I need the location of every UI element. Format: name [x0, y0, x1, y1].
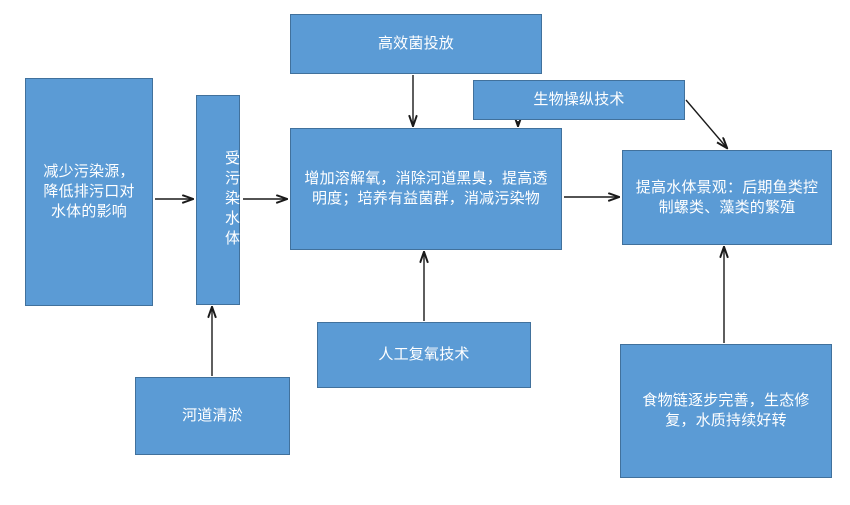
- node-label: 河道清淤: [182, 407, 243, 425]
- node-label: 减少污染源，降低排污口对水体的影响: [43, 163, 135, 220]
- node-efficient-bacteria-dosing[interactable]: 高效菌投放: [290, 14, 542, 74]
- edge-biomanip-to-landscape: [685, 99, 727, 148]
- node-biomanipulation-technology[interactable]: 生物操纵技术: [473, 80, 685, 120]
- node-treatment-effects[interactable]: 增加溶解氧，消除河道黑臭，提高透明度；培养有益菌群，消减污染物: [290, 128, 562, 250]
- node-label: 提高水体景观：后期鱼类控制螺类、藻类的繁殖: [635, 178, 819, 216]
- node-water-landscape-improvement[interactable]: 提高水体景观：后期鱼类控制螺类、藻类的繁殖: [622, 150, 832, 245]
- node-label: 高效菌投放: [377, 35, 454, 53]
- node-label: 受污染水体: [223, 150, 240, 250]
- node-food-chain-restoration[interactable]: 食物链逐步完善，生态修复，水质持续好转: [620, 344, 832, 478]
- node-label: 生物操纵技术: [533, 91, 625, 109]
- node-label: 增加溶解氧，消除河道黑臭，提高透明度；培养有益菌群，消减污染物: [304, 170, 548, 207]
- node-artificial-reaeration-technology[interactable]: 人工复氧技术: [317, 322, 531, 388]
- node-label: 食物链逐步完善，生态修复，水质持续好转: [642, 392, 810, 429]
- node-label: 人工复氧技术: [378, 346, 470, 364]
- node-polluted-water-body[interactable]: 受污染水体: [196, 95, 240, 305]
- node-pollution-source-reduction[interactable]: 减少污染源，降低排污口对水体的影响: [25, 78, 153, 306]
- node-river-dredging[interactable]: 河道清淤: [135, 377, 290, 455]
